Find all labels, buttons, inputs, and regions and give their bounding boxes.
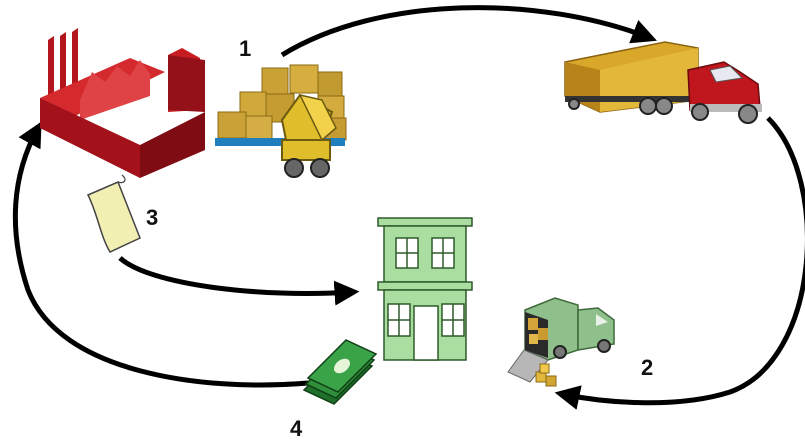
semi-truck-icon bbox=[564, 41, 762, 124]
arrow-truck-to-delivery bbox=[554, 116, 805, 410]
step-label-3: 3 bbox=[146, 205, 158, 230]
store-building-icon bbox=[377, 217, 473, 361]
forklift-with-boxes-icon bbox=[215, 64, 347, 178]
money-stack-icon bbox=[302, 339, 378, 405]
step-label-1: 1 bbox=[239, 36, 251, 61]
arrow-factory-to-truck bbox=[280, 5, 657, 58]
step-label-4: 4 bbox=[290, 416, 303, 441]
invoice-paper-icon bbox=[86, 174, 141, 253]
step-label-2: 2 bbox=[641, 355, 653, 380]
factory-icon bbox=[40, 28, 205, 178]
delivery-truck-icon bbox=[507, 297, 615, 387]
arrow-money-to-factory bbox=[12, 121, 309, 388]
arrow-invoice-to-store bbox=[118, 256, 360, 306]
